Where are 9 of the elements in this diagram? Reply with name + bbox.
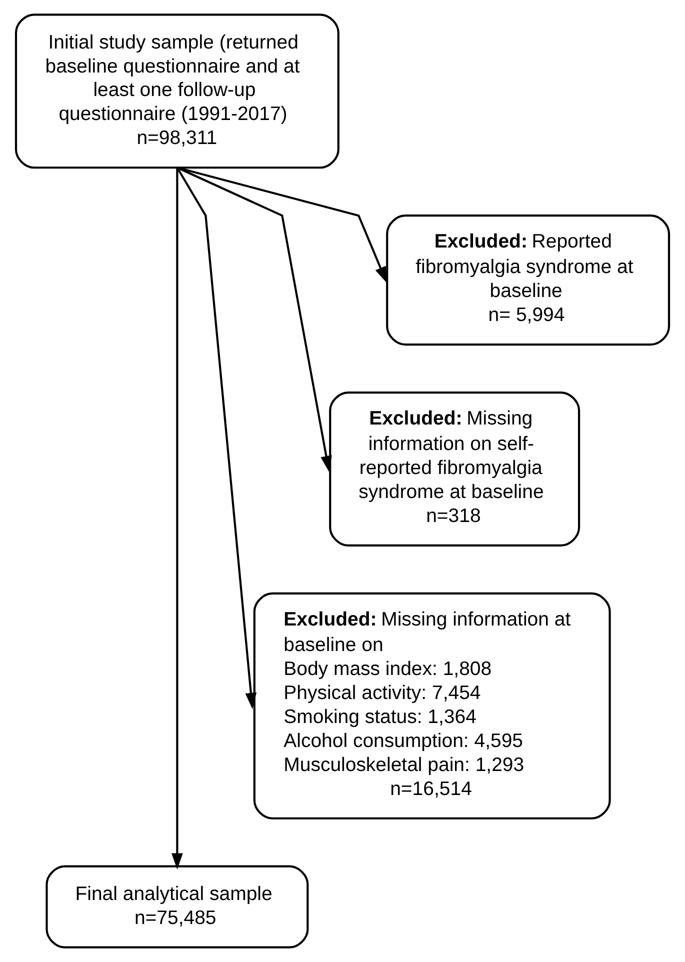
node-box: Excluded: Reported fibromyalgia syndrome at baseline n= 5,994 [386,214,670,346]
arrow [176,167,257,710]
arrow [172,168,183,870]
node-box: Final analytical sample n=75,485 [46,865,309,948]
node-box: Excluded: Missing information at baseline on Body mass index: 1,808 Physical activity: 7,454 Smoking status: 1,364 Alcohol consumption: 4,595 Musculoskeletal pain: 1,293 n=16,514 [253,592,611,820]
node-box: Excluded: Missing information on self-reported fibromyalgia syndrome at baseline n=318 [329,391,580,547]
arrow [176,166,387,283]
node-box: Initial study sample (returned baseline questionnaire and at least one follow-up questionnaire (1991-2017) n=98,311 [14,14,340,169]
arrow [176,166,332,472]
